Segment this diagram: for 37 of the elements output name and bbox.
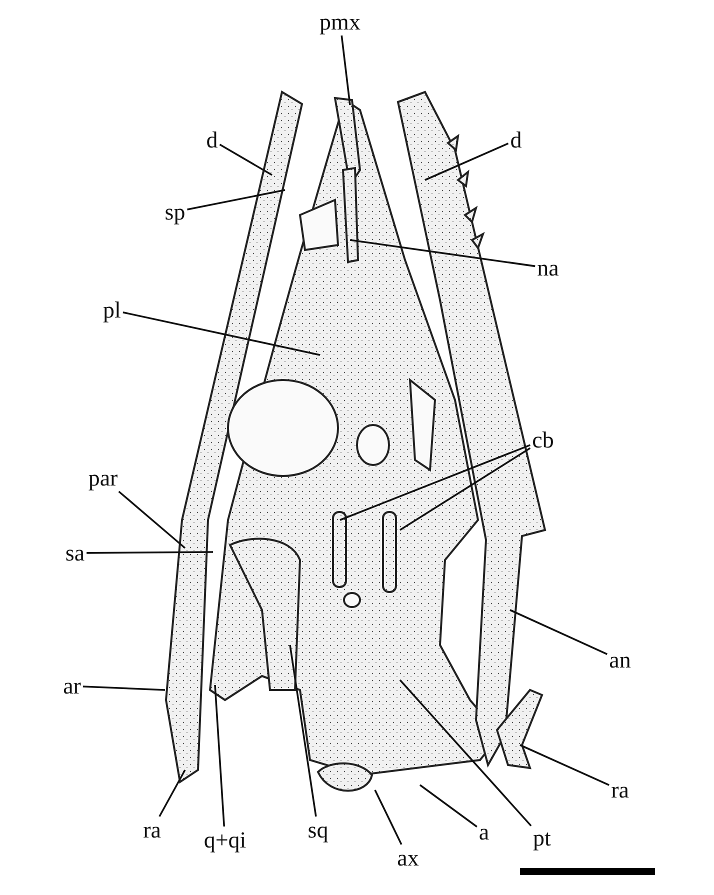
part-label: ax [397, 846, 419, 870]
part-label: an [609, 648, 631, 672]
part-label: a [478, 820, 490, 844]
leader-line [374, 790, 402, 845]
leader-line [214, 684, 226, 827]
leader-line [510, 609, 608, 655]
leader-line [219, 144, 272, 176]
leader-line [158, 770, 186, 817]
leader-line [350, 239, 536, 268]
part-label: cb [532, 428, 554, 452]
leader-line [520, 744, 610, 786]
part-label: d [206, 128, 218, 152]
part-label: par [88, 466, 118, 490]
leader-line [399, 679, 532, 826]
part-label: q+qi [204, 828, 246, 852]
leader-line [118, 490, 186, 549]
leader-line [400, 447, 531, 531]
leader-line [424, 142, 509, 181]
part-label: ar [63, 674, 81, 698]
leader-line [82, 686, 166, 691]
leader-line [289, 644, 317, 817]
part-label: pt [533, 826, 551, 850]
part-label: d [510, 128, 522, 152]
leader-line [86, 551, 213, 554]
leader-line [340, 444, 530, 521]
part-label: sq [308, 818, 328, 842]
part-label: na [537, 256, 559, 280]
part-label: pmx [320, 10, 360, 34]
leader-line [122, 312, 320, 356]
part-label: sa [65, 542, 85, 564]
leader-line [340, 35, 351, 106]
part-label: ra [143, 818, 161, 842]
part-label: ra [611, 778, 629, 802]
part-label: pl [103, 298, 121, 322]
leader-line [419, 784, 478, 828]
part-label: sp [164, 200, 186, 224]
leader-line [187, 189, 286, 210]
